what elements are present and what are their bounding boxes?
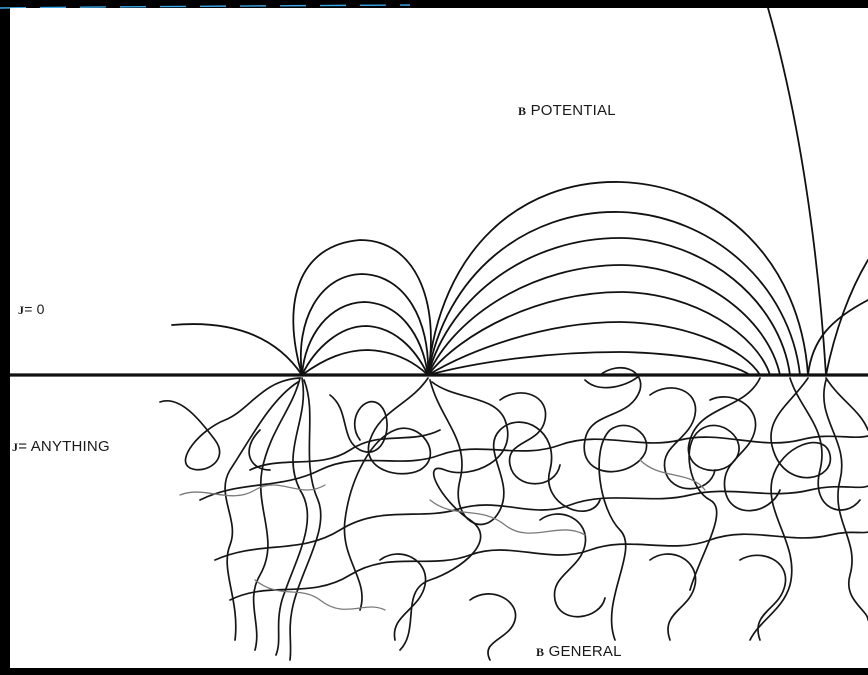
b-potential-label: B POTENTIAL [518, 102, 616, 119]
j-anything-text: = ANYTHING [18, 438, 110, 455]
b-symbol: B [536, 645, 544, 659]
b-general-text: GENERAL [544, 643, 621, 660]
j-anything-label: J= ANYTHING [12, 438, 110, 455]
b-general-label: B GENERAL [536, 643, 622, 660]
j-zero-label: J= 0 [18, 301, 45, 318]
j-zero-text: = 0 [24, 301, 44, 317]
paper-background [10, 8, 868, 668]
b-potential-text: POTENTIAL [526, 102, 616, 119]
b-symbol: B [518, 104, 526, 118]
